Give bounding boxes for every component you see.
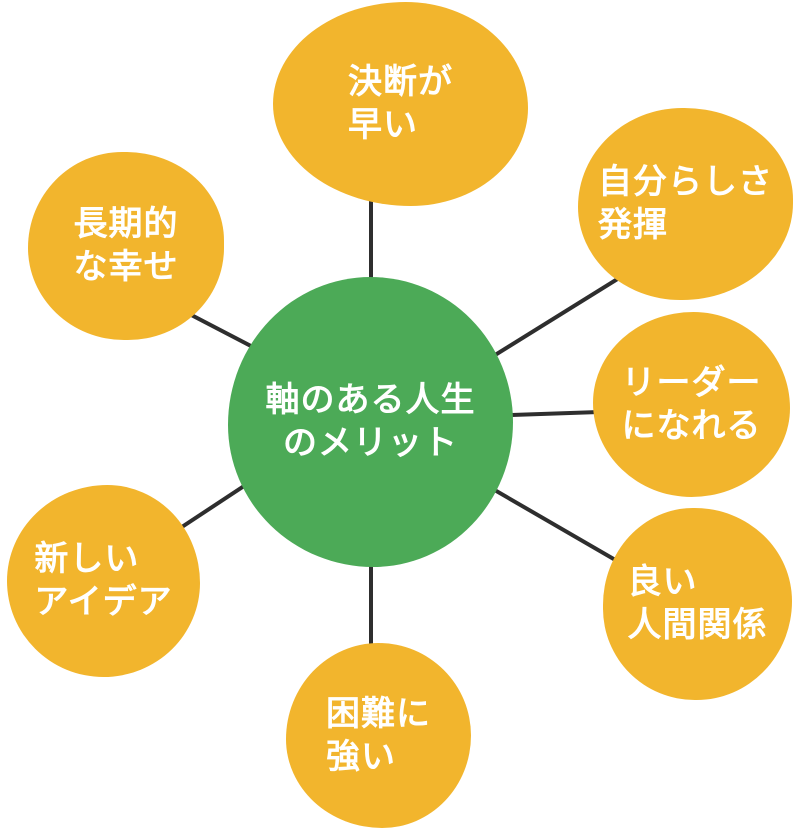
node-become-leader: リーダー になれる bbox=[593, 312, 790, 497]
node-express-yourself-label: 自分らしさ 発揮 bbox=[598, 163, 773, 244]
node-strong-against-difficulty: 困難に 強い bbox=[286, 643, 471, 828]
node-long-term-happiness-label: 長期的 な幸せ bbox=[73, 205, 179, 286]
node-good-relationships-label: 良い 人間関係 bbox=[627, 563, 768, 644]
node-quick-decisions: 決断が 早い bbox=[273, 2, 528, 206]
node-long-term-happiness: 長期的 な幸せ bbox=[28, 152, 224, 340]
node-strong-against-difficulty-label: 困難に 強い bbox=[326, 694, 431, 776]
node-new-ideas-label: 新しい アイデア bbox=[34, 540, 173, 621]
node-good-relationships: 良い 人間関係 bbox=[603, 508, 792, 700]
node-quick-decisions-label: 決断が 早い bbox=[348, 63, 453, 144]
node-become-leader-label: リーダー になれる bbox=[621, 363, 762, 445]
node-express-yourself: 自分らしさ 発揮 bbox=[578, 108, 793, 300]
node-center-benefits: 軸のある人生 のメリット bbox=[228, 277, 513, 567]
node-new-ideas: 新しい アイデア bbox=[7, 485, 200, 677]
node-center-label: 軸のある人生 のメリット bbox=[265, 381, 476, 462]
